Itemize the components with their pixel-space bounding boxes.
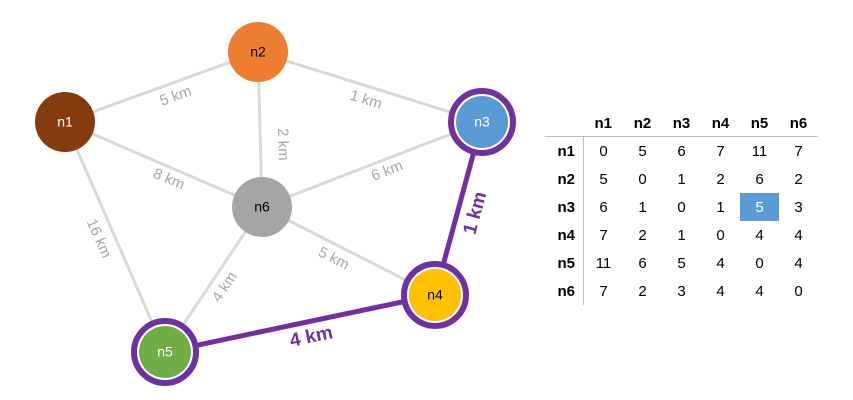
node-circle-n4 [409,269,461,321]
matrix-col-header: n5 [740,111,779,137]
node-label-n6: n6 [254,199,270,215]
node-circle-n6 [232,177,292,237]
matrix-cell: 0 [599,142,608,160]
matrix-cell: 6 [677,142,686,160]
matrix-cell: 5 [740,193,779,221]
matrix-cell: 5 [599,170,608,188]
matrix-cell: 6 [599,198,608,216]
matrix-row-n6: n6 7 2 3 4 4 0 [545,277,818,305]
matrix-cell: 4 [755,226,764,244]
matrix-cell: 0 [677,198,686,216]
node-n1: n1 [35,92,95,152]
matrix-cell: 4 [794,254,803,272]
matrix-col-header: n6 [779,111,818,137]
node-n2: n2 [228,22,288,82]
matrix-cell: 5 [677,254,686,272]
edge-label-n6-n3: 6 km [369,157,405,185]
matrix-cell: 0 [638,170,647,188]
node-label-n5: n5 [157,344,173,360]
matrix-row-header: n6 [545,277,584,305]
matrix-cell: 5 [638,142,647,160]
matrix-cell: 2 [716,170,725,188]
matrix-cell: 4 [755,282,764,300]
matrix-cell: 6 [755,170,764,188]
matrix-row-header: n4 [545,221,584,249]
edge-label-n6-n4: 5 km [315,244,352,274]
node-circle-n5 [139,326,191,378]
matrix-cell: 7 [716,142,725,160]
matrix-cell: 0 [716,226,725,244]
matrix-col-header: n2 [623,111,662,137]
matrix-cell: 7 [599,282,608,300]
matrix-col-header: n3 [662,111,701,137]
matrix-col-header: n1 [583,111,623,137]
matrix-cell: 1 [716,198,725,216]
matrix-cell: 4 [716,254,725,272]
node-circle-n2 [228,22,288,82]
matrix-cell: 7 [599,226,608,244]
node-circle-n1 [35,92,95,152]
edge-n4-n5 [164,292,436,355]
node-n6: n6 [232,177,292,237]
matrix-row-n5: n5 11 6 5 4 0 4 [545,249,818,277]
matrix-cell: 4 [716,282,725,300]
edge-n2-n3 [257,50,483,124]
node-circle-n3 [456,96,508,148]
node-label-n4: n4 [427,287,443,303]
matrix-corner [545,111,584,137]
matrix-row-header: n3 [545,193,584,221]
matrix-row-n4: n4 7 2 1 0 4 4 [545,221,818,249]
matrix-cell: 11 [751,142,768,160]
matrix-cell: 7 [794,142,803,160]
matrix-cell: 1 [638,198,647,216]
matrix-cell: 3 [794,198,803,216]
edge-n1-n2 [64,50,259,124]
edge-label-n2-n6: 2 km [274,128,292,161]
edge-n6-n3 [261,120,483,209]
matrix-cell: 1 [677,170,686,188]
matrix-cell: 2 [638,282,647,300]
matrix-row-header: n5 [545,249,584,277]
matrix-row-header: n1 [545,136,584,165]
matrix-row-n2: n2 5 0 1 2 6 2 [545,165,818,193]
matrix-cell: 0 [794,282,803,300]
matrix-row-header: n2 [545,165,584,193]
edge-n1-n5 [63,121,167,353]
matrix-cell: 2 [638,226,647,244]
matrix-cell: 0 [755,254,764,272]
node-label-n3: n3 [474,114,490,130]
matrix-row-n1: n1 0 5 6 7 11 7 [545,136,818,165]
matrix-cell: 2 [794,170,803,188]
matrix-cell: 1 [677,226,686,244]
matrix-cell: 3 [677,282,686,300]
matrix-cell: 11 [595,254,612,272]
node-n4: n4 [401,261,469,329]
node-n3: n3 [448,88,516,156]
edge-n1-n6 [64,120,263,209]
matrix-col-header: n4 [701,111,740,137]
node-label-n2: n2 [250,44,266,60]
matrix-header-row: n1 n2 n3 n4 n5 n6 [545,111,818,137]
edge-label-n6-n5: 4 km [209,269,241,305]
matrix-cell: 4 [794,226,803,244]
edge-label-n1-n6: 8 km [151,165,188,193]
matrix-cell: 6 [638,254,647,272]
node-label-n1: n1 [57,114,73,130]
node-n5: n5 [131,318,199,386]
